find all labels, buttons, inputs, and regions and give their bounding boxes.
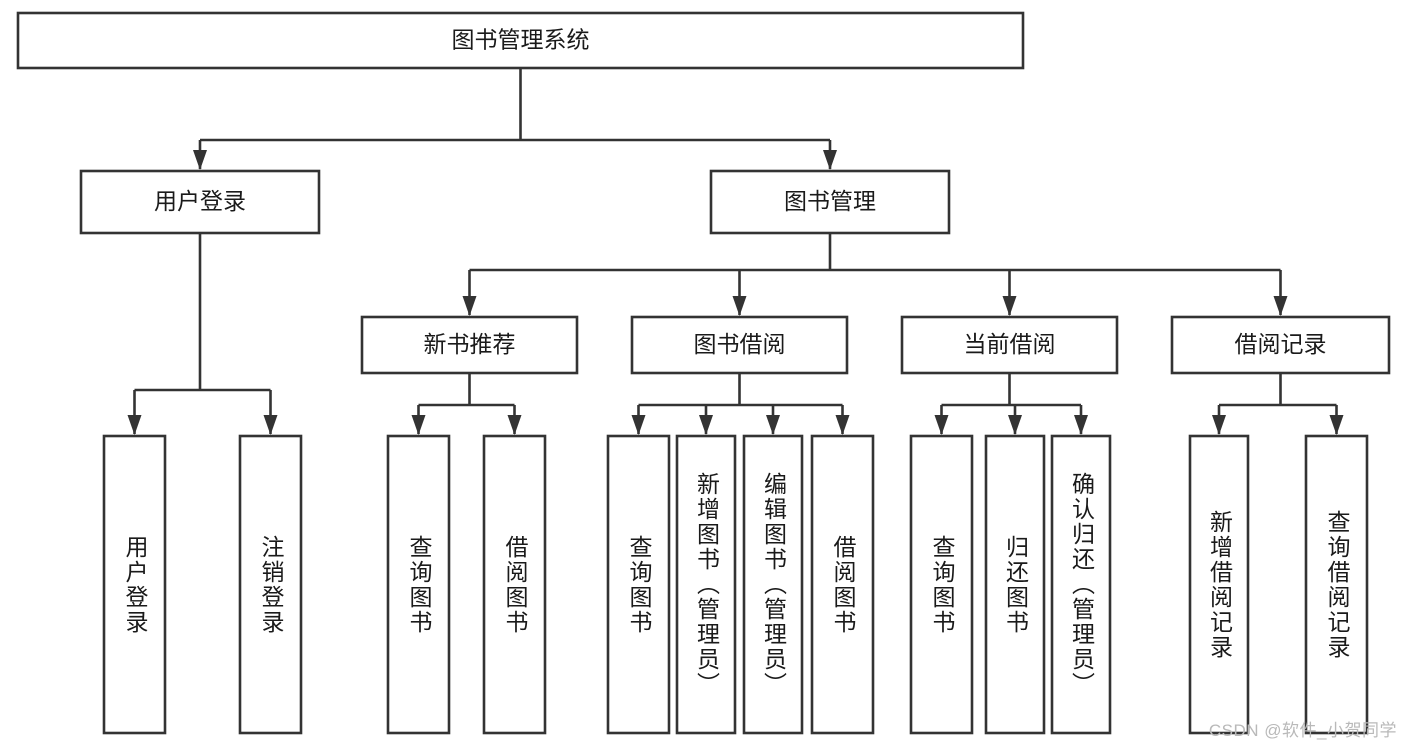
node-level3-2[interactable] [900,315,1119,375]
node-level3-3[interactable] [1170,315,1391,375]
arrow-head-icon [127,415,142,435]
arrow-head-icon [835,415,850,435]
arrow-head-icon [1008,415,1022,435]
node-leaf-2[interactable] [386,434,451,735]
node-level3-1[interactable] [630,315,849,375]
arrow-head-icon [462,296,477,316]
node-level2-0[interactable] [79,169,321,235]
arrow-head-icon [766,415,780,435]
node-leaf-7[interactable] [810,434,875,735]
node-leaf-10[interactable] [1050,434,1112,735]
node-level3-label-0: 新书推荐 [424,331,516,357]
arrow-head-icon [732,296,747,316]
arrow-head-icon [507,415,522,435]
arrow-head-icon [631,415,646,435]
node-leaf-1[interactable] [238,434,303,735]
arrow-head-icon [193,150,207,170]
arrow-head-icon [1074,415,1088,435]
node-root-label: 图书管理系统 [452,27,590,53]
node-level3-0[interactable] [360,315,579,375]
arrow-head-icon [411,415,426,435]
node-leaf-11[interactable] [1188,434,1250,735]
arrow-head-icon [263,415,278,435]
node-leaf-3[interactable] [482,434,547,735]
node-leaf-8[interactable] [909,434,974,735]
node-level2-label-0: 用户登录 [154,188,246,214]
node-root[interactable] [16,11,1025,70]
connector-layer [127,68,1344,435]
node-level2-1[interactable] [709,169,951,235]
node-level3-label-1: 图书借阅 [694,331,786,357]
node-leaf-0[interactable] [102,434,167,735]
node-leaf-4[interactable] [606,434,671,735]
node-leaf-12[interactable] [1304,434,1369,735]
arrow-head-icon [934,415,949,435]
csdn-watermark: CSDN @软件_小贺同学 [1208,721,1397,740]
arrow-head-icon [1329,415,1344,435]
node-level2-label-1: 图书管理 [784,188,876,214]
node-level3-label-3: 借阅记录 [1235,331,1327,357]
arrow-head-icon [1273,296,1288,316]
arrow-head-icon [823,150,837,170]
node-leaf-5[interactable] [675,434,737,735]
node-level3-label-2: 当前借阅 [964,331,1056,357]
arrow-head-icon [1212,415,1226,435]
node-leaf-9[interactable] [984,434,1046,735]
arrow-head-icon [1002,296,1017,316]
arrow-head-icon [699,415,713,435]
node-leaf-6[interactable] [742,434,804,735]
